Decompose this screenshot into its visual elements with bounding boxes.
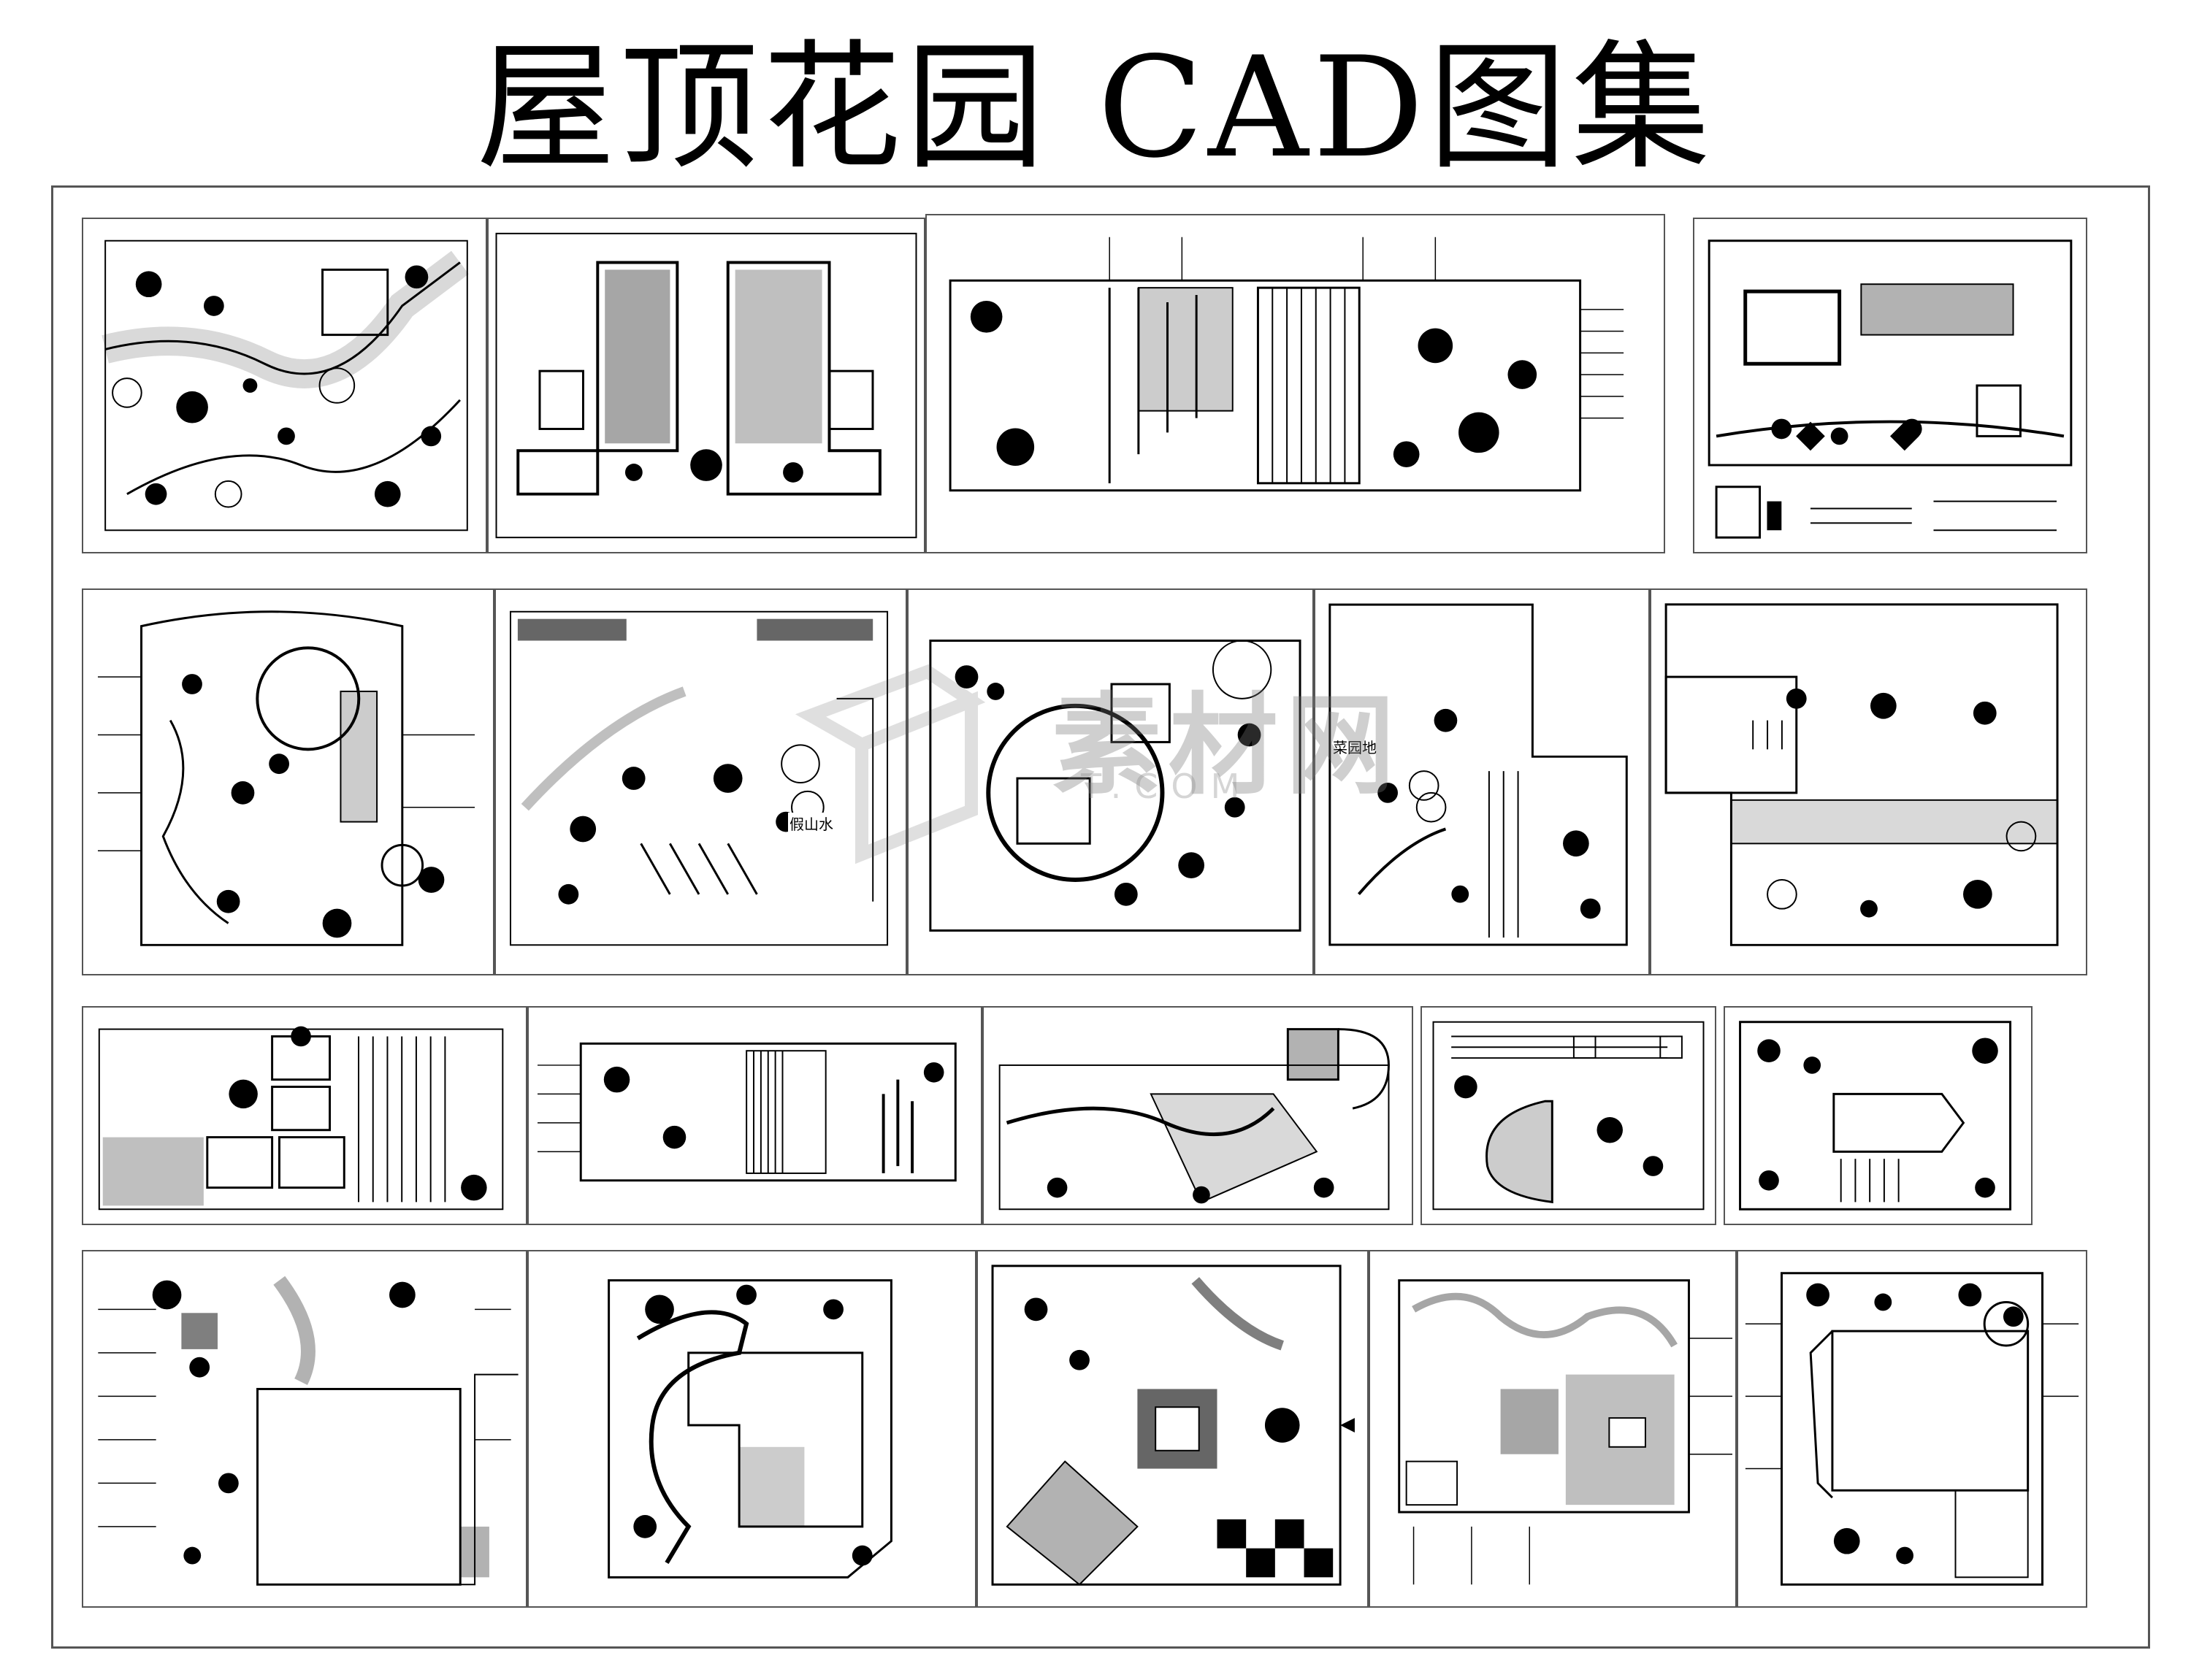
plan-drawing-8 <box>1328 603 1628 946</box>
plan-drawing-5 <box>97 610 475 946</box>
plan-sheet-9[interactable] <box>1650 588 2087 975</box>
plan-drawing-13 <box>1432 1021 1705 1211</box>
drawing-frame <box>51 185 2150 1649</box>
plan-drawing-11 <box>538 1042 957 1182</box>
plan-drawing-4 <box>1708 239 2073 539</box>
plan-drawing-10 <box>98 1026 504 1211</box>
plan-sheet-1[interactable] <box>82 218 487 553</box>
plan-drawing-9 <box>1664 603 2059 946</box>
plan-sheet-7[interactable] <box>907 588 1314 975</box>
plan-sheet-11[interactable] <box>527 1006 982 1225</box>
plan-sheet-18[interactable] <box>1369 1250 1737 1608</box>
vegetable-garden-label: 菜园地 <box>1331 736 1378 757</box>
plan-sheet-2[interactable] <box>487 218 925 553</box>
plan-drawing-2 <box>495 232 917 539</box>
plan-sheet-8[interactable]: 菜园地 <box>1314 588 1650 975</box>
plan-sheet-16[interactable] <box>527 1250 976 1608</box>
plan-sheet-10[interactable] <box>82 1006 527 1225</box>
plan-drawing-12 <box>998 1028 1390 1211</box>
plan-drawing-6 <box>509 610 889 946</box>
plan-drawing-15 <box>98 1276 519 1586</box>
plan-drawing-19 <box>1745 1272 2079 1586</box>
plan-drawing-7 <box>929 639 1301 932</box>
plan-sheet-15[interactable] <box>82 1250 527 1608</box>
plan-sheet-14[interactable] <box>1724 1006 2033 1225</box>
plan-drawing-3 <box>949 237 1624 492</box>
plan-sheet-12[interactable] <box>982 1006 1413 1225</box>
plan-sheet-19[interactable] <box>1737 1250 2087 1608</box>
rockery-label: 假山水 <box>788 813 835 834</box>
plan-sheet-17[interactable] <box>976 1250 1369 1608</box>
plan-sheet-5[interactable] <box>82 588 494 975</box>
page-title: 屋顶花园 CAD图集 <box>476 27 1715 188</box>
plan-sheet-6[interactable]: 假山水 <box>494 588 907 975</box>
plan-drawing-16 <box>608 1279 892 1579</box>
plan-drawing-14 <box>1739 1021 2012 1211</box>
watermark-domain: T.COM <box>1081 767 1253 806</box>
plan-drawing-18 <box>1398 1279 1732 1585</box>
plan-drawing-1 <box>102 239 469 532</box>
plan-sheet-3[interactable] <box>925 214 1665 553</box>
plan-sheet-13[interactable] <box>1420 1006 1716 1225</box>
watermark-text: 素材网 <box>1052 683 1403 810</box>
plan-drawing-17 <box>991 1265 1355 1586</box>
plan-sheet-4[interactable] <box>1693 218 2087 553</box>
